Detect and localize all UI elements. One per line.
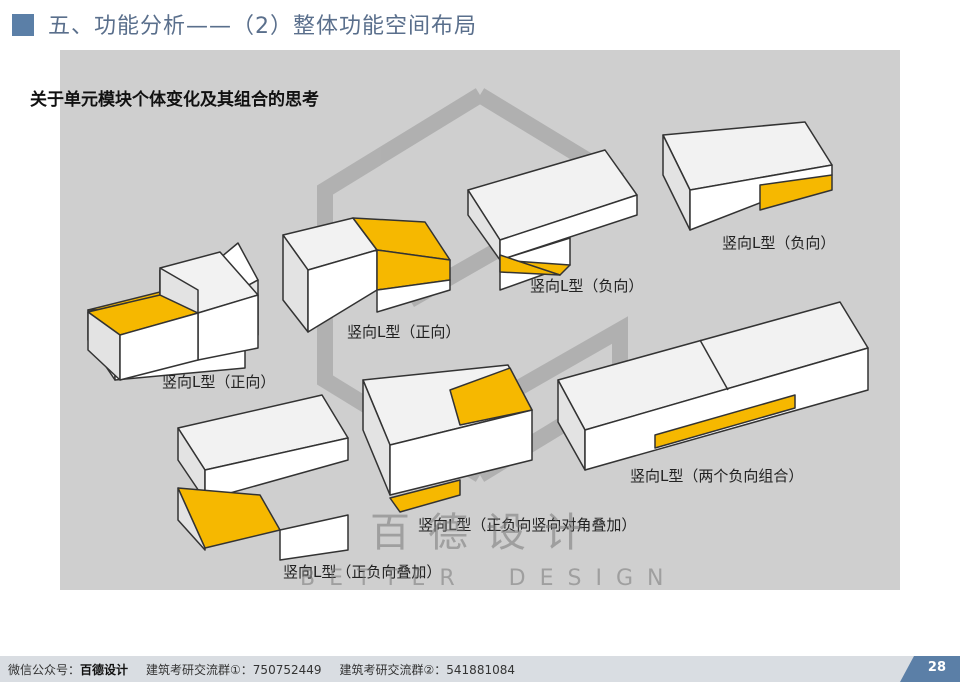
title-bullet [12, 14, 34, 36]
group1-number: ：750752449 [240, 663, 322, 677]
diagram-subtitle: 关于单元模块个体变化及其组合的思考 [30, 90, 319, 110]
caption-diagonal-stack: 竖向L型（正负向竖向对角叠加） [418, 516, 637, 534]
module-diagrams [87, 88, 869, 561]
caption-upright-l-positive-1: 竖向L型（正向） [162, 373, 276, 391]
footer-info: 微信公众号：百德设计 建筑考研交流群①：750752449 建筑考研交流群②：541… [8, 661, 515, 678]
wechat-label: 微信公众号： [8, 663, 81, 677]
page-title: 五、功能分析——（2）整体功能空间布局 [48, 14, 477, 39]
group2-number: ：541881084 [434, 663, 515, 677]
caption-upright-l-negative-1: 竖向L型（负向） [530, 277, 644, 295]
caption-upright-l-negative-2: 竖向L型（负向） [722, 234, 836, 252]
module-3 [467, 149, 638, 291]
module-4 [662, 121, 833, 231]
diagram-panel [60, 50, 900, 590]
caption-two-negative-combination: 竖向L型（两个负向组合） [630, 467, 804, 485]
page-number: 28 [927, 660, 946, 675]
watermark-english: BETTER DESIGN [300, 566, 677, 591]
footer-bar: 微信公众号：百德设计 建筑考研交流群①：750752449 建筑考研交流群②：541… [0, 656, 960, 682]
module-7 [557, 301, 869, 471]
module-5 [177, 394, 349, 561]
caption-positive-negative-stack: 竖向L型（正负向叠加） [283, 563, 442, 581]
watermark-english-right: DESIGN [508, 566, 678, 591]
watermark-chinese: 百德设计 [370, 510, 602, 556]
group1-label: 建筑考研交流群① [146, 663, 241, 677]
caption-upright-l-positive-2: 竖向L型（正向） [347, 323, 461, 341]
wechat-name: 百德设计 [80, 663, 129, 677]
watermark-english-left: BETTER [300, 566, 469, 591]
title-bar: 五、功能分析——（2）整体功能空间布局 [0, 0, 960, 48]
module-2 [282, 217, 451, 333]
group2-label: 建筑考研交流群② [339, 663, 435, 677]
module-1-box [87, 251, 259, 381]
module-6 [362, 364, 533, 513]
